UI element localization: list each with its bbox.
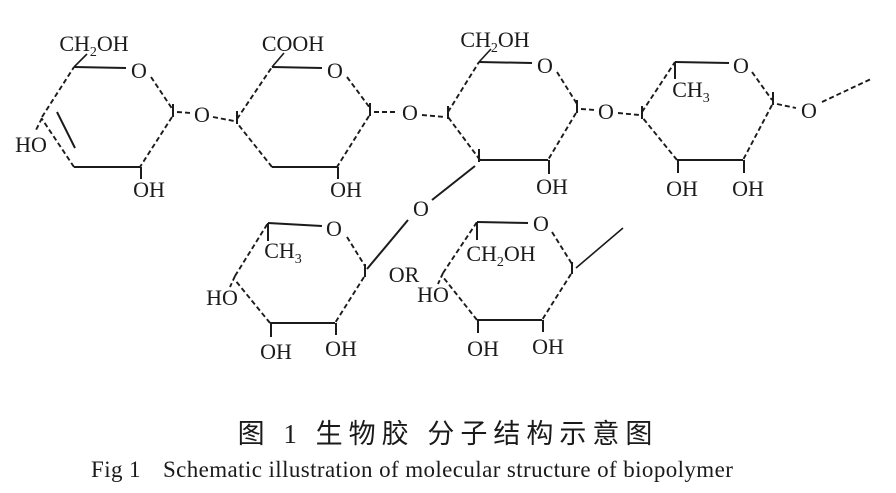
ring1-ch2oh-label: CH2OH <box>59 31 128 60</box>
ring1-oh-label: OH <box>133 177 165 202</box>
ring2-oxygen-label: O <box>327 58 343 83</box>
glycosidic-o-3-4: O <box>580 99 643 124</box>
caption-chinese: 图 1 生物胶 分子结构示意图 <box>237 419 659 449</box>
ring2-cooh-label: COOH <box>262 31 324 56</box>
branch-o-linkage: O <box>366 165 476 270</box>
ring-4: CH3 O OH OH O <box>641 53 872 201</box>
ring5-oh-right-label: OH <box>325 336 357 361</box>
ring4-anomeric-o-label: O <box>801 98 817 123</box>
glycosidic-o-1-2: O <box>176 102 238 127</box>
or-substituent: OR <box>389 262 420 287</box>
link-o-1-2-label: O <box>194 102 210 127</box>
or-label: OR <box>389 262 420 287</box>
ring5-oh-left-label: OH <box>260 339 292 364</box>
ring4-oxygen-label: O <box>733 53 749 78</box>
caption-english-text: Schematic illustration of molecular stru… <box>162 457 734 482</box>
ring-6: CH2OH O HO OH OH <box>417 211 624 361</box>
ring-3: CH2OH O OH <box>447 27 578 199</box>
ring6-ho-label: HO <box>417 282 449 307</box>
ring3-oxygen-label: O <box>537 53 553 78</box>
branch-o-label: O <box>413 196 429 221</box>
link-o-3-4-label: O <box>598 99 614 124</box>
ring5-oxygen-label: O <box>326 216 342 241</box>
ring3-oh-label: OH <box>536 174 568 199</box>
ring-2: COOH O OH <box>236 31 371 202</box>
ring4-oh-right-label: OH <box>732 176 764 201</box>
ring4-ch3-label: CH3 <box>672 77 710 106</box>
ring-5: CH3 O HO OH OH <box>206 216 366 364</box>
ring6-oh-right-label: OH <box>532 334 564 359</box>
ring1-ho-label: HO <box>15 132 47 157</box>
link-o-2-3-label: O <box>402 100 418 125</box>
ring1-oxygen-label: O <box>131 58 147 83</box>
caption-english-fig-label: Fig 1 <box>91 457 141 482</box>
ring-1: CH2OH O HO OH <box>15 31 174 202</box>
molecule-structure-svg: CH2OH O HO OH O COOH O OH O <box>15 27 872 364</box>
ring6-oh-left-label: OH <box>467 336 499 361</box>
ring2-oh-label: OH <box>330 177 362 202</box>
ring6-ch2oh-label: CH2OH <box>466 241 535 270</box>
ring3-ch2oh-label: CH2OH <box>460 27 529 56</box>
ring6-oxygen-label: O <box>533 211 549 236</box>
caption-english: Fig 1 Schematic illustration of molecular… <box>91 457 733 483</box>
ring4-oh-left-label: OH <box>666 176 698 201</box>
glycosidic-o-2-3: O <box>374 100 449 125</box>
ring5-ch3-label: CH3 <box>264 238 302 267</box>
ring5-ho-label: HO <box>206 285 238 310</box>
